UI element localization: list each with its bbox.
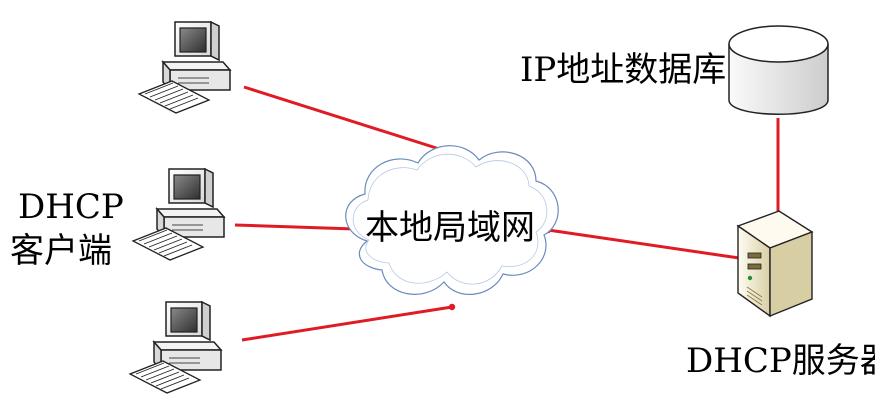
- client-computer-1: [138, 21, 231, 114]
- network-cloud-icon: [345, 145, 559, 295]
- client-label-dhcp: DHCP: [18, 187, 124, 227]
- link-network-server: [547, 228, 740, 260]
- link-dot: [448, 303, 456, 311]
- database-label: IP地址数据库: [520, 50, 727, 90]
- network-label: 本地局域网: [365, 208, 535, 248]
- database-cylinder-icon: [728, 25, 829, 115]
- server-tower-icon: [736, 210, 814, 318]
- link-client1-network: [243, 85, 453, 155]
- server-label: DHCP服务器: [686, 341, 875, 381]
- client-computer-2: [132, 168, 225, 261]
- client-label-client: 客户端: [10, 231, 112, 271]
- link-client2-network: [234, 223, 356, 231]
- client-computer-3: [129, 301, 222, 394]
- link-client3-network: [241, 305, 453, 342]
